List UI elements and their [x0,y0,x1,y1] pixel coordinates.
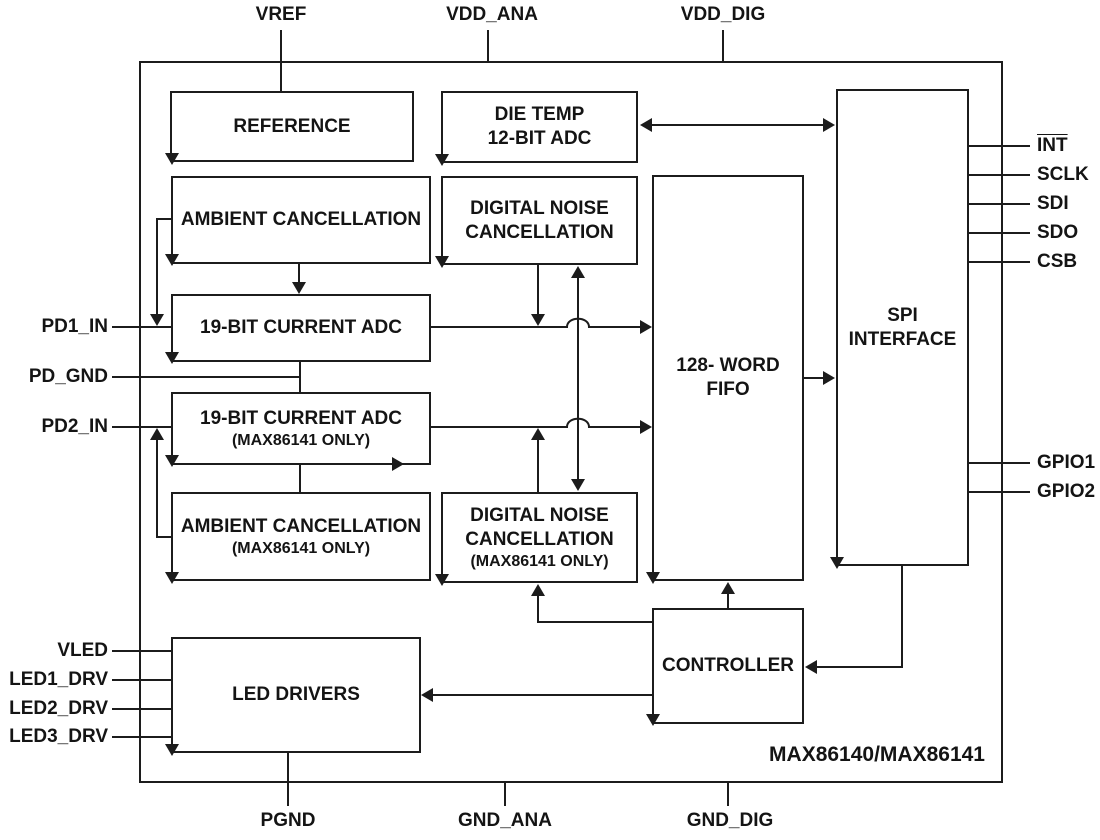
arrow-dnc-vertical-up [571,266,585,278]
pin-label-vled: VLED [57,640,108,661]
block-dnc1-line2: CANCELLATION [465,221,614,243]
pin-label-pd2-in: PD2_IN [41,416,108,437]
block-dnc1-line1: DIGITAL NOISE [470,197,609,219]
arrow-dnc1-tap-down [531,314,545,326]
block-controller: CONTROLLER [652,608,804,724]
part-number-label: MAX86140/MAX86141 [769,743,985,766]
block-spi-line1: SPI [887,304,918,326]
block-adc2-line1: 19-BIT CURRENT ADC [200,407,402,429]
pin-label-gnd-dig: GND_DIG [686,810,774,831]
block-fifo: 128- WORD FIFO [652,175,804,581]
block-led-drivers-label: LED DRIVERS [232,684,360,706]
top-pin-wires [280,30,724,91]
pin-label-led1-drv: LED1_DRV [9,669,108,690]
arrow-adc2-into-fifo-right [640,420,652,434]
arrow-dietemp-to-spi-right [823,118,835,132]
arrow-ambient2-to-pd2-up [150,428,164,440]
block-spi-line2: INTERFACE [848,328,957,350]
pin-label-vdd-ana: VDD_ANA [446,4,538,25]
block-adc2-line2: (MAX86141 ONLY) [231,431,371,449]
pin-label-sdi: SDI [1037,193,1069,214]
arrow-dnc-vertical-down [571,479,585,491]
block-fifo-line1: 128- WORD [676,355,780,377]
wire-ambient2-to-pd2 [156,440,171,538]
wire-controller-to-dnc2 [537,595,652,623]
pin-label-csb: CSB [1037,251,1078,272]
block-spi-interface: SPI INTERFACE [836,89,969,566]
pin-label-pgnd: PGND [260,810,316,831]
block-dnc2-line2: CANCELLATION [465,528,614,550]
pin-label-led2-drv: LED2_DRV [9,698,108,719]
block-ambient-cancellation-1: AMBIENT CANCELLATION [171,176,431,264]
pin-label-int: INT [1037,135,1068,156]
block-reference: REFERENCE [170,91,414,162]
bottom-pin-wires [287,753,729,806]
pin-label-sdo: SDO [1037,222,1079,243]
block-dnc2-line1: DIGITAL NOISE [470,504,609,526]
arrow-fifo-into-spi-right [823,371,835,385]
block-dnc2-line3: (MAX86141 ONLY) [470,552,609,570]
arrow-dnc2-tap-up [531,428,545,440]
block-fifo-line2: FIFO [706,379,750,400]
block-controller-label: CONTROLLER [662,655,794,677]
wire-ambient1-to-pd1 [156,218,171,314]
arrow-adc1-into-fifo-right [640,320,652,334]
wire-adc1-to-fifo [430,317,641,328]
wire-spi-to-controller [816,566,903,668]
block-reference-label: REFERENCE [233,115,351,137]
block-die-temp-line2: 12-BIT ADC [487,128,592,149]
wire-adc2-to-fifo [430,417,641,428]
arrow-spi-to-controller-left [805,660,817,674]
pin-label-led3-drv: LED3_DRV [9,726,108,747]
block-ambient2-line1: AMBIENT CANCELLATION [180,515,422,537]
block-adc1-label: 19-BIT CURRENT ADC [200,317,402,339]
pin-label-vref: VREF [255,4,307,25]
block-ambient-cancellation-2: AMBIENT CANCELLATION (MAX86141 ONLY) [171,492,431,581]
block-digital-noise-cancellation-2: DIGITAL NOISE CANCELLATION (MAX86141 ONL… [441,492,638,583]
block-current-adc-1: 19-BIT CURRENT ADC [171,294,431,362]
pin-label-gnd-ana: GND_ANA [458,810,552,831]
block-ambient2-line2: (MAX86141 ONLY) [231,539,371,557]
block-digital-noise-cancellation-1: DIGITAL NOISE CANCELLATION [441,176,638,265]
block-die-temp-adc: DIE TEMP 12-BIT ADC [441,91,638,163]
block-die-temp-line1: DIE TEMP [494,104,585,126]
arrow-ambient1-to-adc1-down [292,282,306,294]
arrow-ambient1-to-pd1-down [150,314,164,326]
pin-label-pd-gnd: PD_GND [28,366,108,387]
pin-label-sclk: SCLK [1037,164,1089,185]
pin-label-gpio2: GPIO2 [1037,481,1096,502]
block-led-drivers: LED DRIVERS [171,637,421,753]
pin-label-gpio1: GPIO1 [1037,452,1096,473]
block-ambient1-label: AMBIENT CANCELLATION [180,209,422,231]
block-current-adc-2: 19-BIT CURRENT ADC (MAX86141 ONLY) [171,392,431,465]
arrow-controller-to-fifo-up [721,582,735,594]
pin-label-pd1-in: PD1_IN [41,316,108,337]
arrow-controller-to-led-left [421,688,433,702]
arrow-controller-to-dnc2-up [531,584,545,596]
right-pin-wires [969,145,1030,493]
pin-label-vdd-dig: VDD_DIG [680,4,766,25]
arrow-spi-to-dietemp-left [640,118,652,132]
